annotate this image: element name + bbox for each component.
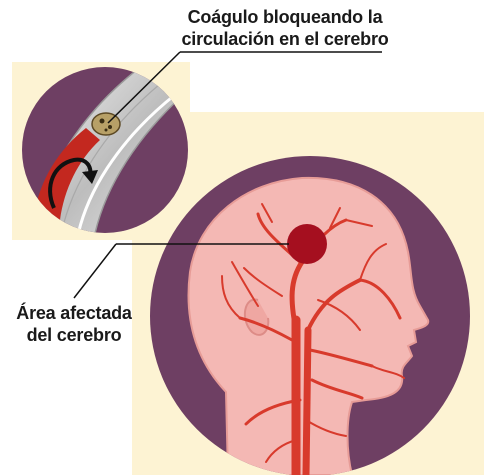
affected-area-label-line1: Área afectada: [8, 302, 140, 324]
clot-label-line2: circulación en el cerebro: [170, 28, 400, 50]
area-pointer-line: [74, 244, 116, 298]
affected-area-label-line2: del cerebro: [8, 324, 140, 346]
clot-label-line1: Coágulo bloqueando la: [170, 6, 400, 28]
clot-label: Coágulo bloqueando la circulación en el …: [170, 6, 400, 50]
affected-area-label: Área afectada del cerebro: [8, 302, 140, 346]
affected-area-marker: [287, 224, 327, 264]
